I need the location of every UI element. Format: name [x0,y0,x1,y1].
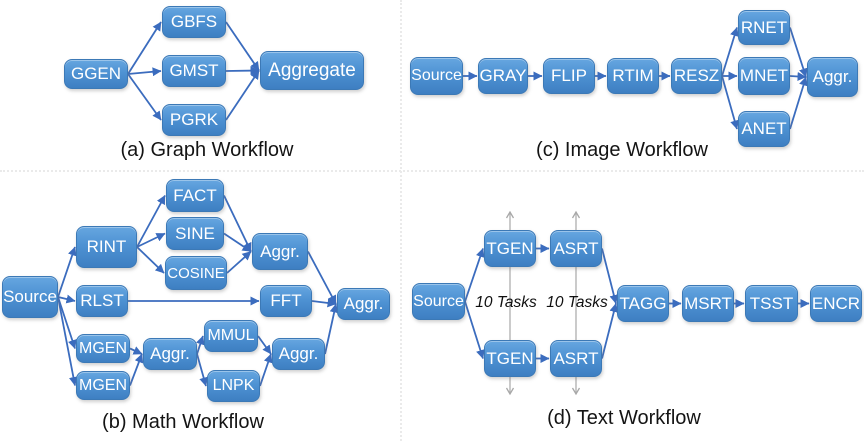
flow-arrow-a-ggen-gmst [127,67,162,77]
caption-image-workflow: (c) Image Workflow [536,139,708,161]
task-count-label: 10 Tasks [546,294,608,311]
flow-arrow-c-resz-anet [721,75,740,130]
flow-arrow-c-rnet-aggr [789,27,808,78]
flow-arrow-b-mgen1-aggr2 [129,346,143,355]
workflow-node-d-tgen1: TGEN [484,230,536,267]
flow-arrow-a-pgrk-agg [225,70,260,121]
flow-arrow-a-gbfs-agg [225,21,260,72]
workflow-node-b-aggrf: Aggr. [337,288,390,320]
workflow-node-b-fact: FACT [166,179,224,212]
workflow-node-d-tgen2: TGEN [484,340,536,377]
workflow-node-a-gbfs: GBFS [162,6,226,38]
caption-text-workflow: (d) Text Workflow [547,407,701,429]
flow-arrow-b-sine-aggr1 [223,232,252,253]
panel-divider-vertical [400,0,402,441]
workflow-node-b-sine: SINE [166,217,224,250]
flow-arrow-c-anet-aggr [789,76,808,130]
flow-arrow-a-gmst-agg [225,66,260,76]
flow-arrow-c-mnet-aggr [789,71,807,81]
workflow-node-c-src: Source [410,57,463,95]
workflow-node-d-src: Source [412,283,465,320]
workflow-node-b-fft: FFT [260,285,312,317]
flow-arrow-b-fact-aggr1 [223,195,252,252]
flow-arrow-b-rint-fact [136,195,166,248]
workflow-node-d-msrt: MSRT [682,285,734,322]
flow-arrow-b-cosine-aggr1 [226,250,252,274]
workflow-node-d-asrt1: ASRT [550,230,602,267]
flow-arrow-b-mmul-aggr3 [257,335,272,355]
flow-arrow-b-rint-cosine [136,246,165,274]
workflow-node-b-rint: RINT [76,226,137,268]
workflow-node-b-src: Source [2,276,58,318]
flow-arrow-b-fft-aggrf [311,298,337,308]
workflow-node-c-rnet: RNET [738,10,790,45]
flow-arrow-b-mgen2-aggr2 [129,353,144,386]
workflow-node-c-mnet: MNET [738,57,790,95]
workflow-node-a-agg: Aggregate [260,51,364,90]
workflow-node-d-tagg: TAGG [617,285,669,322]
workflow-node-c-aggr: Aggr. [807,57,858,97]
workflow-node-a-pgrk: PGRK [162,104,226,136]
caption-math-workflow: (b) Math Workflow [102,411,264,433]
workflow-node-b-lnpk: LNPK [207,370,260,402]
flow-arrow-d-asrt2-tagg [601,303,619,359]
flow-arrow-b-aggr2-lnpk [196,353,209,387]
workflow-node-c-resz: RESZ [671,58,722,94]
flow-arrow-b-src-mgen1 [57,296,77,349]
workflow-node-b-cosine: COSINE [165,256,227,290]
flow-arrow-c-resz-rnet [721,27,739,77]
workflow-node-b-aggr1: Aggr. [252,233,308,270]
flow-arrow-d-asrt1-tagg [601,248,619,304]
workflow-node-b-mmul: MMUL [204,320,258,352]
flow-arrow-a-ggen-pgrk [127,73,162,121]
flow-arrow-a-ggen-gbfs [127,21,162,75]
workflow-node-b-mgen1: MGEN [76,334,130,363]
flow-arrow-b-src-rlst [57,294,76,304]
workflow-node-c-gray: GRAY [478,58,528,94]
workflow-node-b-mgen2: MGEN [76,371,130,400]
workflow-node-a-ggen: GGEN [64,59,128,89]
flow-arrow-d-src-tgen1 [464,248,485,302]
flow-arrow-b-lnpk-aggr3 [259,353,273,387]
flow-arrow-b-aggr3-aggrf [324,303,339,355]
flow-arrow-b-rint-sine [136,232,166,248]
workflow-node-c-anet: ANET [738,111,790,147]
caption-graph-workflow: (a) Graph Workflow [120,139,294,161]
flow-arrow-b-aggr2-mmul [196,335,205,355]
workflow-node-c-flip: FLIP [543,58,595,94]
workflow-node-b-aggr2: Aggr. [143,338,197,370]
panel-divider-horizontal [0,170,864,172]
workflow-node-c-rtim: RTIM [607,58,659,94]
flow-arrow-b-aggr1-aggrf [307,251,337,305]
workflow-node-b-aggr3: Aggr. [272,338,325,370]
flow-arrow-b-src-mgen2 [57,296,78,386]
workflow-node-d-asrt2: ASRT [550,340,602,377]
workflow-node-b-rlst: RLST [76,285,128,317]
workflow-node-d-encr: ENCR [810,285,862,322]
workflow-node-a-gmst: GMST [162,55,226,87]
flow-arrow-d-src-tgen2 [464,301,485,359]
flow-arrow-b-src-rint [57,246,77,298]
workflow-node-d-tsst: TSST [745,285,798,322]
task-count-label: 10 Tasks [475,294,537,311]
